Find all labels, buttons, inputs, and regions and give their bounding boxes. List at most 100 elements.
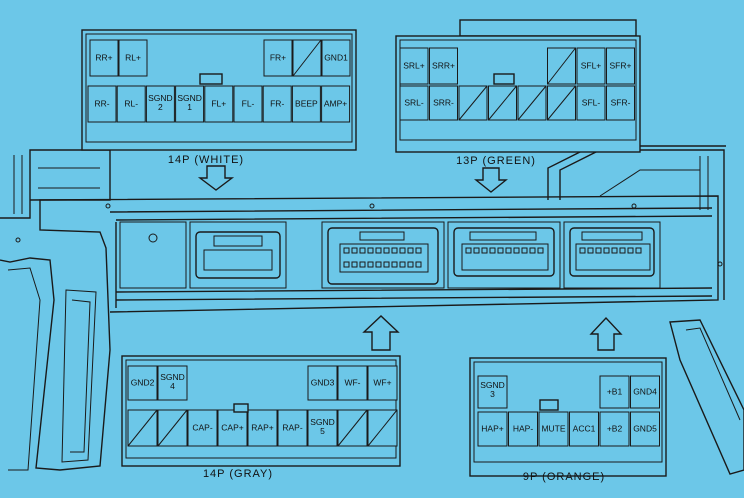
pin-white14p-top-6 [292,39,322,77]
socket-pin [579,247,586,254]
socket-pin [351,247,358,254]
socket-pin [481,247,488,254]
pin-green13p-bottom-5 [547,85,576,121]
pin-label: SFL- [582,97,601,107]
arrow-green [474,167,508,193]
pin-label: CAP- [192,422,212,432]
socket-pin [407,247,414,254]
pin-label: ACC1 [573,423,596,433]
pin-label: RL- [124,98,138,108]
caption-orange: 9P (ORANGE) [523,471,605,483]
socket-pin [375,261,382,268]
pin-label: RAP+ [251,422,273,432]
socket-pin [391,261,398,268]
socket-pin [619,247,626,254]
socket-pin [375,247,382,254]
socket-pin [359,247,366,254]
pin-label: SFR- [611,97,631,107]
pin-label: WF+ [373,377,391,387]
socket-pin [399,247,406,254]
pin-label: SFR+ [610,60,632,70]
socket-pin [415,247,422,254]
pin-orange9p-top-4: +B1 [599,375,630,409]
pin-gray14p-bottom-5: RAP- [277,409,308,447]
pin-green13p-top-6: SFL+ [576,47,606,85]
head-unit [0,145,744,475]
pin-gray14p-top-6: GND3 [307,365,338,401]
pin-label: GND4 [633,386,657,396]
pin-gray14p-bottom-1 [157,409,188,447]
arrow-gray [362,315,400,351]
pin-label: SRR+ [432,60,455,70]
socket-pin [473,247,480,254]
pin-white14p-bottom-0: RR- [87,85,117,123]
pin-label: WF- [344,377,360,387]
caption-white: 14P (WHITE) [168,154,244,166]
pin-gray14p-top-7: WF- [337,365,368,401]
pin-orange9p-bottom-5: GND5 [630,411,660,447]
pin-label: GND5 [633,423,657,433]
pin-green13p-top-7: SFR+ [606,47,635,85]
socket-pin [587,247,594,254]
pin-green13p-bottom-1: SRR- [429,85,458,121]
pin-green13p-bottom-7: SFR- [606,85,635,121]
arrow-white [197,165,235,191]
pin-orange9p-bottom-0: HAP+ [477,411,508,447]
pin-label: SFL+ [581,60,602,70]
pin-white14p-top-1: RL+ [118,39,148,77]
pin-label: RL+ [125,52,141,62]
pin-label: RR- [94,98,109,108]
caption-gray: 14P (GRAY) [203,468,273,480]
pin-green13p-top-0: SRL+ [399,47,429,85]
pin-orange9p-bottom-3: ACC1 [569,411,599,447]
socket-pin [603,247,610,254]
socket-pin [465,247,472,254]
pin-gray14p-bottom-3: CAP+ [217,409,248,447]
pin-label: RR+ [95,52,112,62]
pin-green13p-bottom-2 [458,85,488,121]
socket-pin [489,247,496,254]
socket-pin [505,247,512,254]
socket-pin [383,261,390,268]
pin-gray14p-top-0: GND2 [127,365,158,401]
pin-label: CAP+ [221,422,243,432]
pin-label: FR+ [270,52,286,62]
connector-13p-green: SRL+SRR+SFL+SFR+SRL-SRR-SFL-SFR- [395,19,641,153]
socket-pin [537,247,544,254]
socket-pin [367,247,374,254]
pin-white14p-top-7: GND1 [321,39,351,77]
socket-pin [521,247,528,254]
arrow-orange [589,316,623,351]
socket-pin [351,261,358,268]
pin-orange9p-bottom-4: +B2 [599,411,630,447]
pin-green13p-bottom-6: SFL- [576,85,606,121]
socket-pin [359,261,366,268]
pin-label: MUTE [541,423,565,433]
pin-orange9p-bottom-2: MUTE [538,411,569,447]
socket-pin [513,247,520,254]
pin-gray14p-bottom-4: RAP+ [247,409,278,447]
pin-green13p-top-5 [547,47,576,85]
pin-white14p-bottom-4: FL+ [204,85,234,123]
pin-gray14p-bottom-2: CAP- [187,409,218,447]
pin-orange9p-top-5: GND4 [630,375,660,409]
pin-white14p-bottom-8: AMP+ [321,85,351,123]
socket-pin [611,247,618,254]
pin-white14p-top-0: RR+ [89,39,119,77]
pin-label: +B1 [607,386,623,396]
socket-pin [391,247,398,254]
socket-pin [415,261,422,268]
pin-white14p-bottom-7: BEEP [291,85,321,123]
pin-label: FL- [242,98,255,108]
socket-pin [399,261,406,268]
pin-gray14p-bottom-7 [337,409,368,447]
pin-label: FR- [270,98,284,108]
pin-label: GND3 [311,377,335,387]
